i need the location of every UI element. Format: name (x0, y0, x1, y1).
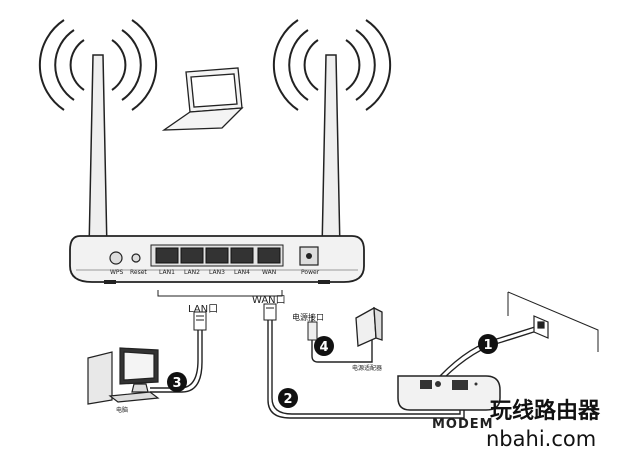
reset-button[interactable] (131, 253, 141, 263)
step-badge-3: 3 (167, 372, 187, 392)
wps-label: WPS (110, 269, 124, 276)
step-badge-4: 4 (314, 336, 334, 356)
antenna-right (320, 54, 342, 258)
svg-text:3: 3 (172, 376, 181, 391)
svg-text:4: 4 (319, 340, 328, 355)
lan4-label: LAN4 (234, 269, 250, 276)
wifi-signal-left-icon (38, 19, 158, 111)
computer-label: 电脑 (116, 406, 128, 414)
step-badge-2: 2 (278, 388, 298, 408)
wps-button[interactable] (109, 251, 123, 265)
wifi-signal-right-icon (272, 19, 392, 111)
wall-jack-icon (533, 315, 549, 339)
step-badge-1: 1 (478, 334, 498, 354)
lan-bracket (157, 290, 283, 297)
lan-connector-icon (193, 311, 207, 331)
router: WPS Reset LAN1 LAN2 LAN3 LAN4 WAN Power (69, 235, 365, 284)
adapter-label: 电源适配器 (352, 364, 382, 372)
wall (507, 291, 599, 352)
power-label: Power (301, 269, 320, 276)
antenna-left (87, 54, 109, 258)
lan2-label: LAN2 (184, 269, 200, 276)
lan3-port[interactable] (205, 247, 229, 264)
modem-label: MODEM (432, 417, 494, 432)
modem-power-port[interactable] (435, 381, 441, 387)
svg-text:1: 1 (483, 338, 492, 353)
wan-port[interactable] (257, 247, 281, 264)
modem (397, 375, 501, 411)
brand-url: nbahi.com (486, 427, 596, 451)
computer-icon (87, 347, 160, 405)
svg-text:2: 2 (283, 392, 292, 407)
modem-phone-port[interactable] (420, 380, 432, 389)
power-socket-icon (306, 253, 312, 259)
wan-port-label: WAN口 (252, 295, 286, 306)
power-port-label: 电源接口 (292, 312, 324, 322)
lan3-label: LAN3 (209, 269, 225, 276)
wan-connector-icon (263, 303, 277, 321)
wan-label: WAN (262, 269, 276, 276)
lan1-port[interactable] (155, 247, 179, 264)
power-adapter-icon (355, 306, 383, 347)
lan4-port[interactable] (230, 247, 254, 264)
power-plug-icon (307, 314, 318, 341)
modem-eth-port[interactable] (452, 380, 468, 390)
lan1-label: LAN1 (159, 269, 175, 276)
brand-name: 玩线路由器 (490, 398, 601, 424)
reset-label: Reset (130, 269, 147, 276)
laptop-icon (161, 67, 244, 131)
lan-port-label: LAN口 (188, 304, 218, 315)
lan2-port[interactable] (180, 247, 204, 264)
